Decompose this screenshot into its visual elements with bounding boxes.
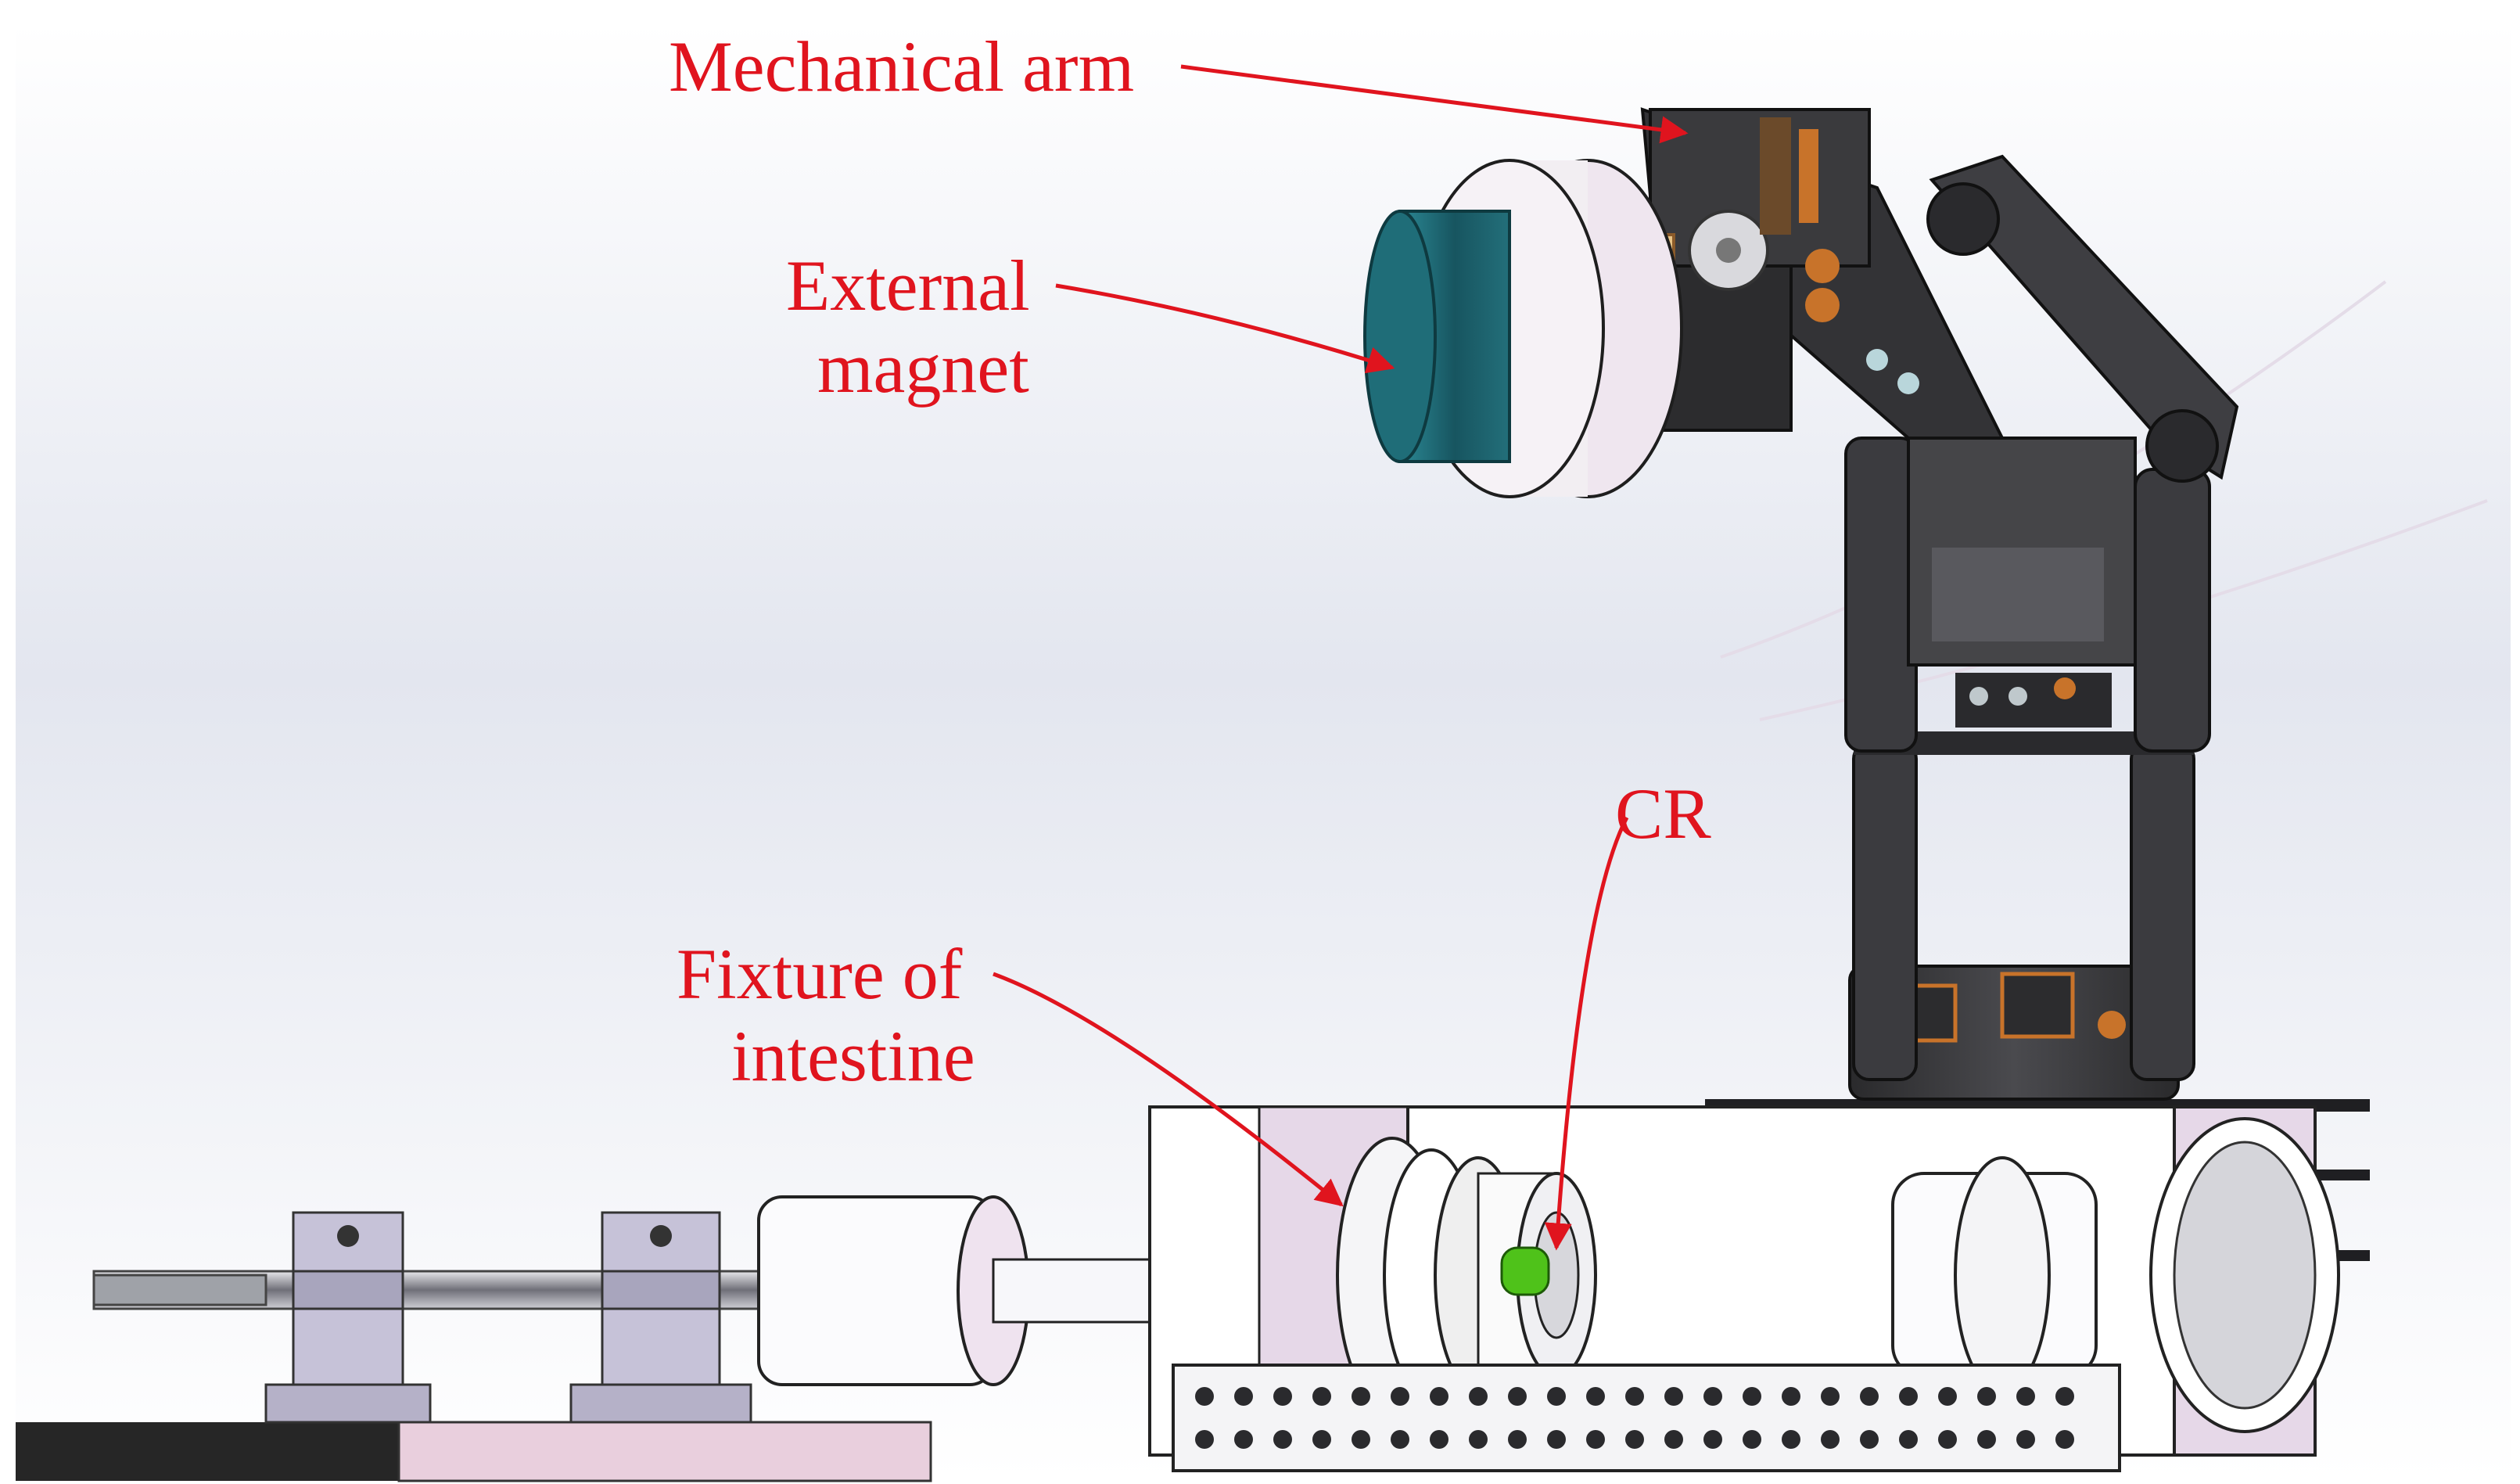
plate-hole <box>1860 1387 1879 1406</box>
plate-hole <box>1547 1430 1566 1449</box>
fixture-leader <box>993 972 1344 1207</box>
mechanical-arm-leader <box>1180 64 1689 144</box>
plate-hole <box>1352 1430 1370 1449</box>
plate-hole <box>1195 1387 1214 1406</box>
plate-hole <box>1977 1387 1996 1406</box>
intestine-fixture <box>1148 1105 2340 1472</box>
plate-hole <box>1234 1430 1253 1449</box>
perforated-plate <box>1172 1364 2121 1472</box>
plate-hole <box>1352 1387 1370 1406</box>
base-pink <box>397 1421 932 1482</box>
shaft-bracket <box>264 1383 432 1424</box>
external-magnet-leader <box>1055 283 1395 374</box>
plate-hole <box>1625 1430 1644 1449</box>
plate-hole <box>1821 1387 1840 1406</box>
plate-hole <box>2016 1430 2035 1449</box>
leader-lines <box>993 64 1689 1251</box>
external-magnet-label-line1: External <box>786 246 1030 325</box>
plate-hole <box>1977 1430 1996 1449</box>
plate-hole <box>1743 1430 1761 1449</box>
plate-hole <box>1391 1430 1409 1449</box>
plate-hole <box>1860 1430 1879 1449</box>
plate-hole <box>1664 1387 1683 1406</box>
plate-hole <box>1195 1430 1214 1449</box>
external-magnet <box>1363 159 1683 498</box>
plate-hole <box>1430 1430 1448 1449</box>
plate-hole <box>1899 1387 1918 1406</box>
plate-hole <box>1508 1387 1527 1406</box>
plate-hole <box>1273 1430 1292 1449</box>
plate-hole <box>1312 1430 1331 1449</box>
arm-upper-link-right <box>2134 468 2211 753</box>
plate-hole <box>1273 1387 1292 1406</box>
plate-hole <box>2055 1387 2074 1406</box>
plate-hole <box>2016 1387 2035 1406</box>
plate-hole <box>1938 1387 1957 1406</box>
shaft-bracket <box>569 1383 752 1424</box>
plate-hole <box>1703 1430 1722 1449</box>
fixture-label-line1: Fixture of <box>677 934 963 1014</box>
plate-hole <box>1703 1387 1722 1406</box>
arm-upper-link-left <box>1844 437 1918 753</box>
plate-hole <box>1391 1387 1409 1406</box>
plate-hole <box>1743 1387 1761 1406</box>
plate-hole <box>1469 1430 1488 1449</box>
plate-hole <box>1625 1387 1644 1406</box>
arm-diagonal-link <box>1929 154 2239 480</box>
cr-label: CR <box>1615 774 1711 853</box>
plate-hole <box>1586 1387 1605 1406</box>
plate-hole <box>1586 1430 1605 1449</box>
plate-hole <box>1938 1430 1957 1449</box>
base-black <box>16 1422 399 1481</box>
arm-lower-link-left <box>1852 742 1918 1081</box>
fixture-label-line2: intestine <box>731 1016 975 1096</box>
plate-hole <box>1508 1430 1527 1449</box>
plate-hole <box>1234 1387 1253 1406</box>
plate-hole <box>1469 1387 1488 1406</box>
plate-hole <box>1899 1430 1918 1449</box>
cr-leader <box>1544 816 1629 1251</box>
arm-lower-link-right <box>2130 742 2195 1081</box>
plate-hole <box>1312 1387 1331 1406</box>
plate-hole <box>1782 1387 1800 1406</box>
plate-hole <box>1782 1430 1800 1449</box>
capsule-robot <box>1500 1246 1550 1296</box>
mechanical-arm-label: Mechanical arm <box>669 27 1135 106</box>
plate-hole <box>1664 1430 1683 1449</box>
plate-hole <box>1821 1430 1840 1449</box>
external-magnet-label-line2: magnet <box>817 328 1029 408</box>
plate-hole <box>2055 1430 2074 1449</box>
plate-hole <box>1430 1387 1448 1406</box>
plate-hole <box>1547 1387 1566 1406</box>
